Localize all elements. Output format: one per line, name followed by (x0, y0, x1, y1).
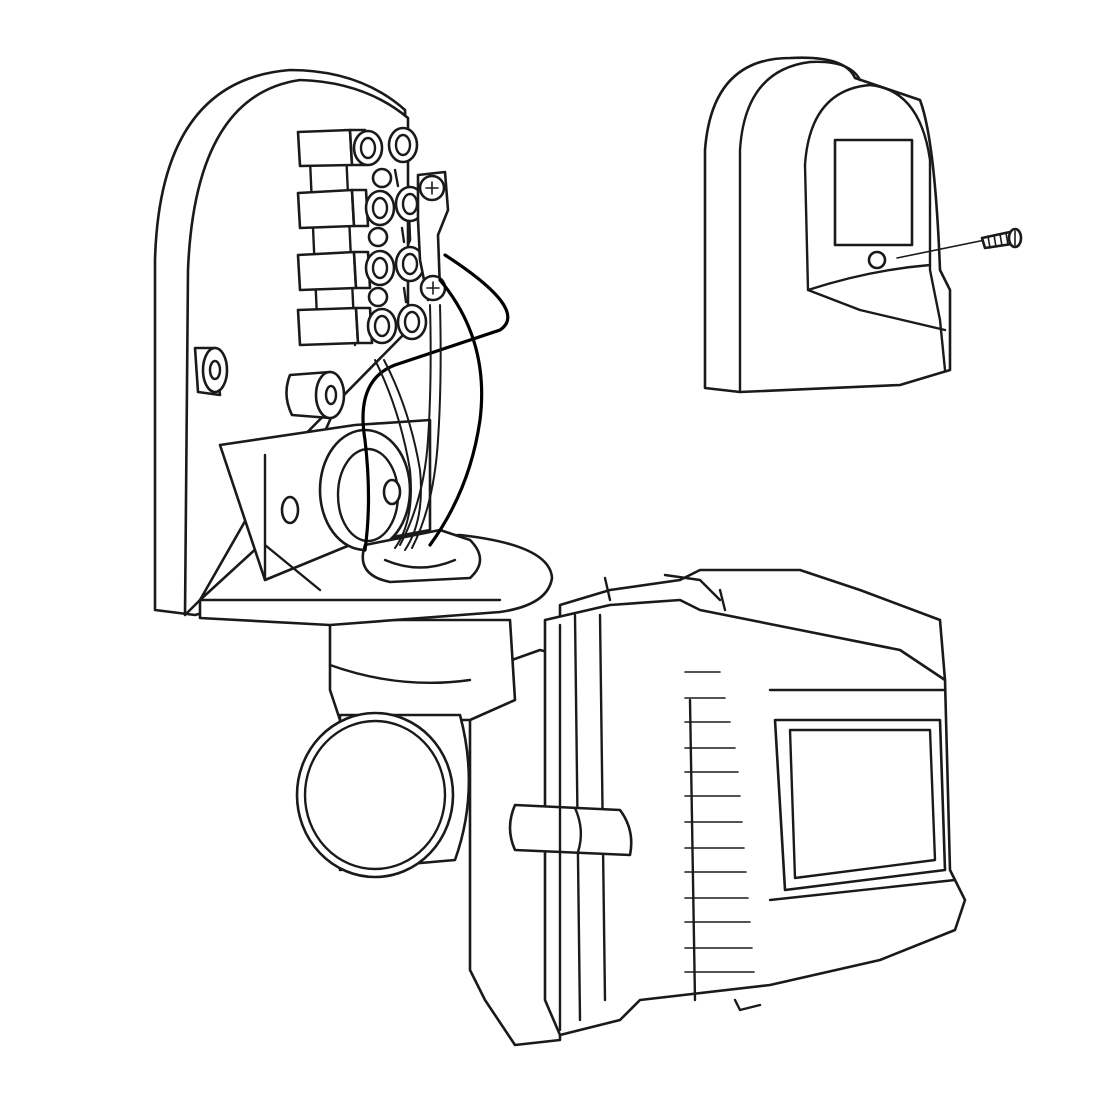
swivel-knob (295, 711, 455, 879)
terminal-3 (296, 245, 426, 292)
cover-plate (703, 56, 952, 394)
screw-terminal-top (418, 174, 446, 202)
fresnel-ribs (684, 671, 755, 973)
terminal-4 (296, 303, 428, 347)
screw-hole-right (382, 478, 402, 506)
cover-screw-hole (867, 250, 887, 270)
mounting-screw (896, 227, 1023, 259)
swivel-joint (295, 618, 517, 879)
terminal-1 (296, 126, 419, 168)
cover-window (833, 138, 914, 247)
terminal-block (296, 126, 450, 347)
mount-post-center (285, 370, 346, 420)
screw-hole-left (280, 495, 300, 525)
mount-post-left (193, 346, 229, 397)
pir-sensor-head (468, 568, 967, 1047)
wiring (361, 253, 510, 552)
